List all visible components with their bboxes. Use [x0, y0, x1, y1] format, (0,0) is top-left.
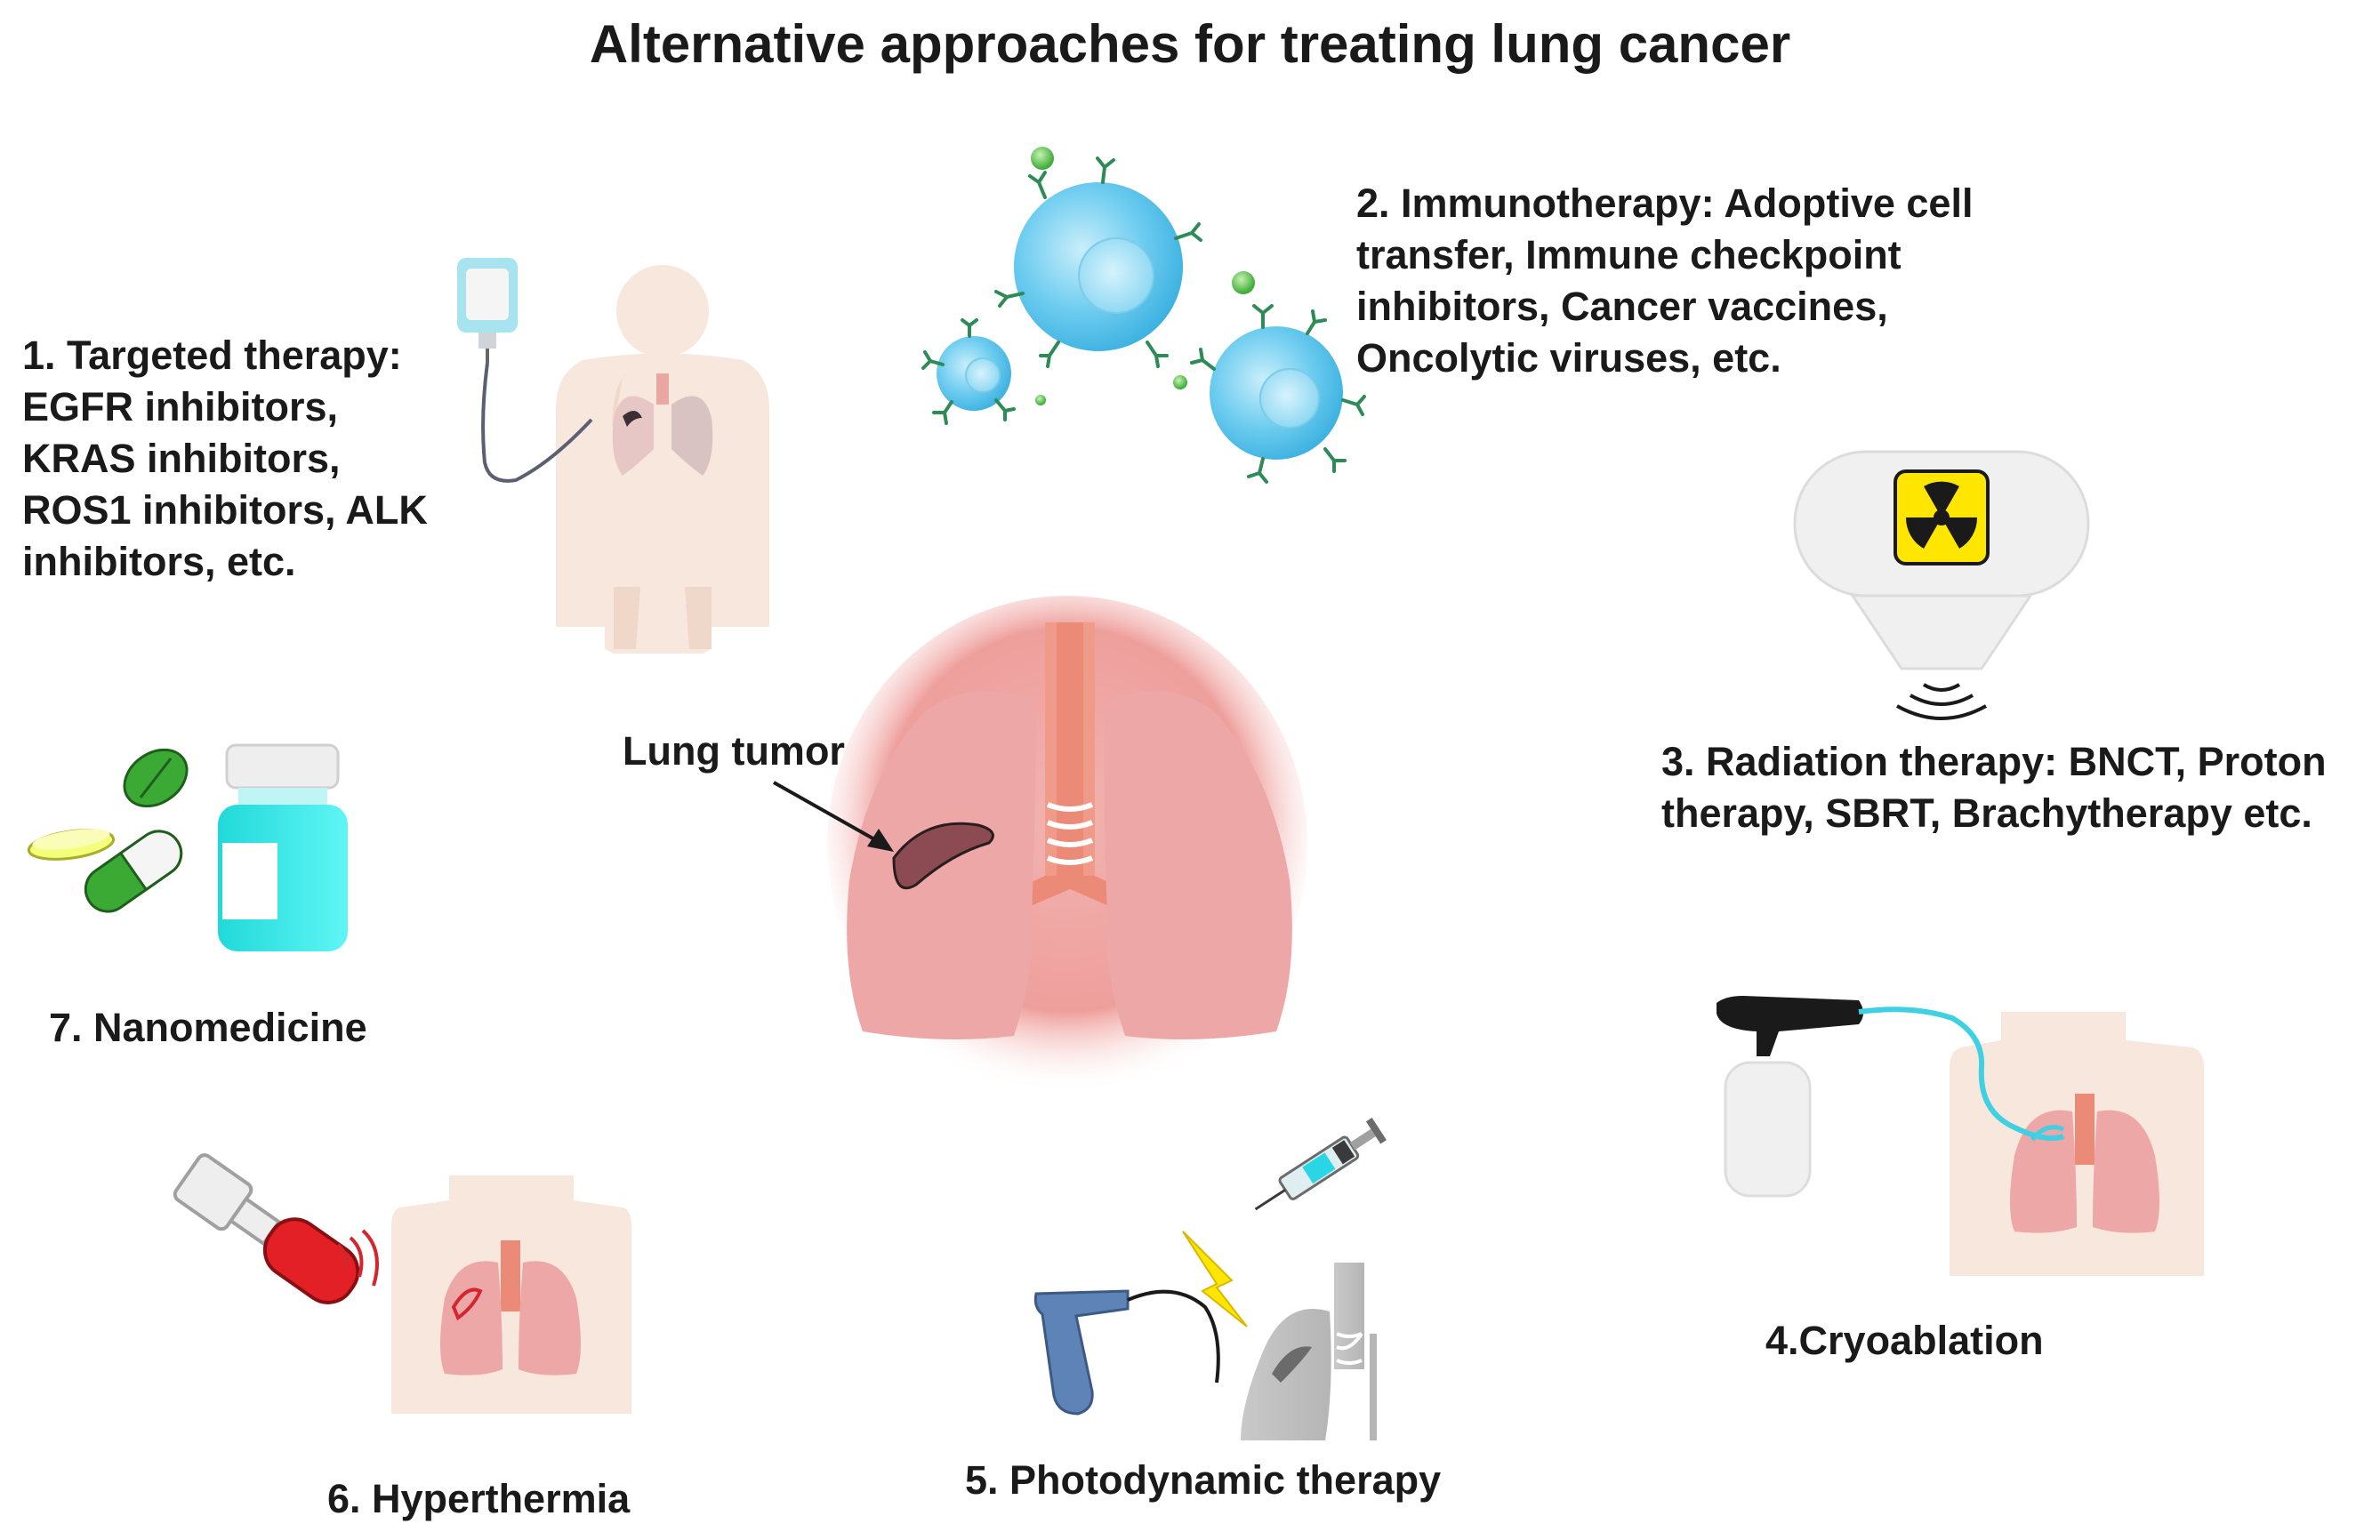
label-line: KRAS inhibitors, — [22, 436, 341, 481]
iv-drip-icon — [457, 258, 593, 483]
label-line: 6. Hyperthermia — [327, 1476, 631, 1521]
light-source-icon — [1033, 1289, 1220, 1416]
hyperthermia-illustration — [173, 1153, 631, 1414]
targeted-therapy-illustration — [457, 258, 769, 654]
label-line: therapy, SBRT, Brachytherapy etc. — [1661, 790, 2312, 836]
label-line: 3. Radiation therapy: BNCT, Proton — [1661, 739, 2327, 784]
small-lungs-icon — [440, 1240, 581, 1376]
label-line: 2. Immunotherapy: Adoptive cell — [1356, 180, 1974, 226]
lung-tumor-label: Lung tumor — [623, 728, 845, 774]
capsule-icon — [84, 830, 183, 913]
radiation-therapy-label: 3. Radiation therapy: BNCT, Proton thera… — [1661, 736, 2327, 839]
immunotherapy-illustration — [921, 147, 1366, 484]
antibody-receptor-icons — [921, 156, 1366, 484]
radiation-wave-icon — [1896, 683, 1987, 720]
cryoablation-label: 4.Cryoablation — [1765, 1315, 2044, 1367]
immune-cell-icon — [1014, 182, 1183, 351]
immune-cell-icon — [937, 336, 1011, 411]
photodynamic-illustration — [1033, 1118, 1387, 1440]
label-line: transfer, Immune checkpoint — [1356, 232, 1902, 277]
lung-tumor-icon — [892, 822, 994, 890]
body-silhouette-icon — [556, 265, 769, 654]
nanomedicine-label: 7. Nanomedicine — [49, 1002, 367, 1054]
label-line: EGFR inhibitors, — [22, 384, 338, 429]
radiation-hazard-icon — [1894, 469, 1990, 565]
label-line: 1. Targeted therapy: — [22, 333, 402, 378]
small-lungs-icon — [612, 373, 713, 476]
targeted-therapy-label: 1. Targeted therapy: EGFR inhibitors, KR… — [22, 330, 428, 588]
antigen-particle-icons — [1031, 147, 1255, 405]
small-lungs-icon — [2010, 1094, 2159, 1233]
syringe-icon — [1254, 1118, 1387, 1211]
right-lung-icon — [1104, 691, 1292, 1039]
radiation-emitter-icon — [1793, 450, 2090, 720]
laser-bolt-icon — [1182, 1231, 1248, 1327]
tumor-pointer-arrow — [773, 781, 894, 852]
immunotherapy-label: 2. Immunotherapy: Adoptive cell transfer… — [1356, 178, 1973, 384]
tablet-icon — [27, 829, 116, 861]
cryoablation-illustration — [1717, 996, 2204, 1276]
heat-emitter-icon — [173, 1153, 379, 1304]
nanomedicine-illustration — [27, 743, 348, 951]
label-line: 4.Cryoablation — [1765, 1318, 2044, 1363]
photodynamic-therapy-label: 5. Photodynamic therapy — [965, 1455, 1441, 1506]
immune-cell-icon — [1210, 326, 1343, 460]
label-line: 7. Nanomedicine — [49, 1005, 367, 1050]
center-lungs-illustration — [773, 596, 1307, 1094]
diagram-title: Alternative approaches for treating lung… — [589, 14, 1791, 74]
trachea-icon — [978, 622, 1162, 925]
medicine-bottle-icon — [218, 743, 348, 951]
label-line: ROS1 inhibitors, ALK — [22, 487, 428, 533]
grey-lung-icon — [1241, 1263, 1377, 1440]
cryoprobe-icon — [1717, 996, 2064, 1198]
label-line: 5. Photodynamic therapy — [965, 1457, 1442, 1503]
label-line: Oncolytic viruses, etc. — [1356, 335, 1781, 381]
label-line: inhibitors, Cancer vaccines, — [1356, 284, 1888, 329]
hyperthermia-label: 6. Hyperthermia — [327, 1473, 630, 1525]
pill-icon — [123, 748, 189, 808]
label-line: inhibitors, etc. — [22, 539, 296, 584]
